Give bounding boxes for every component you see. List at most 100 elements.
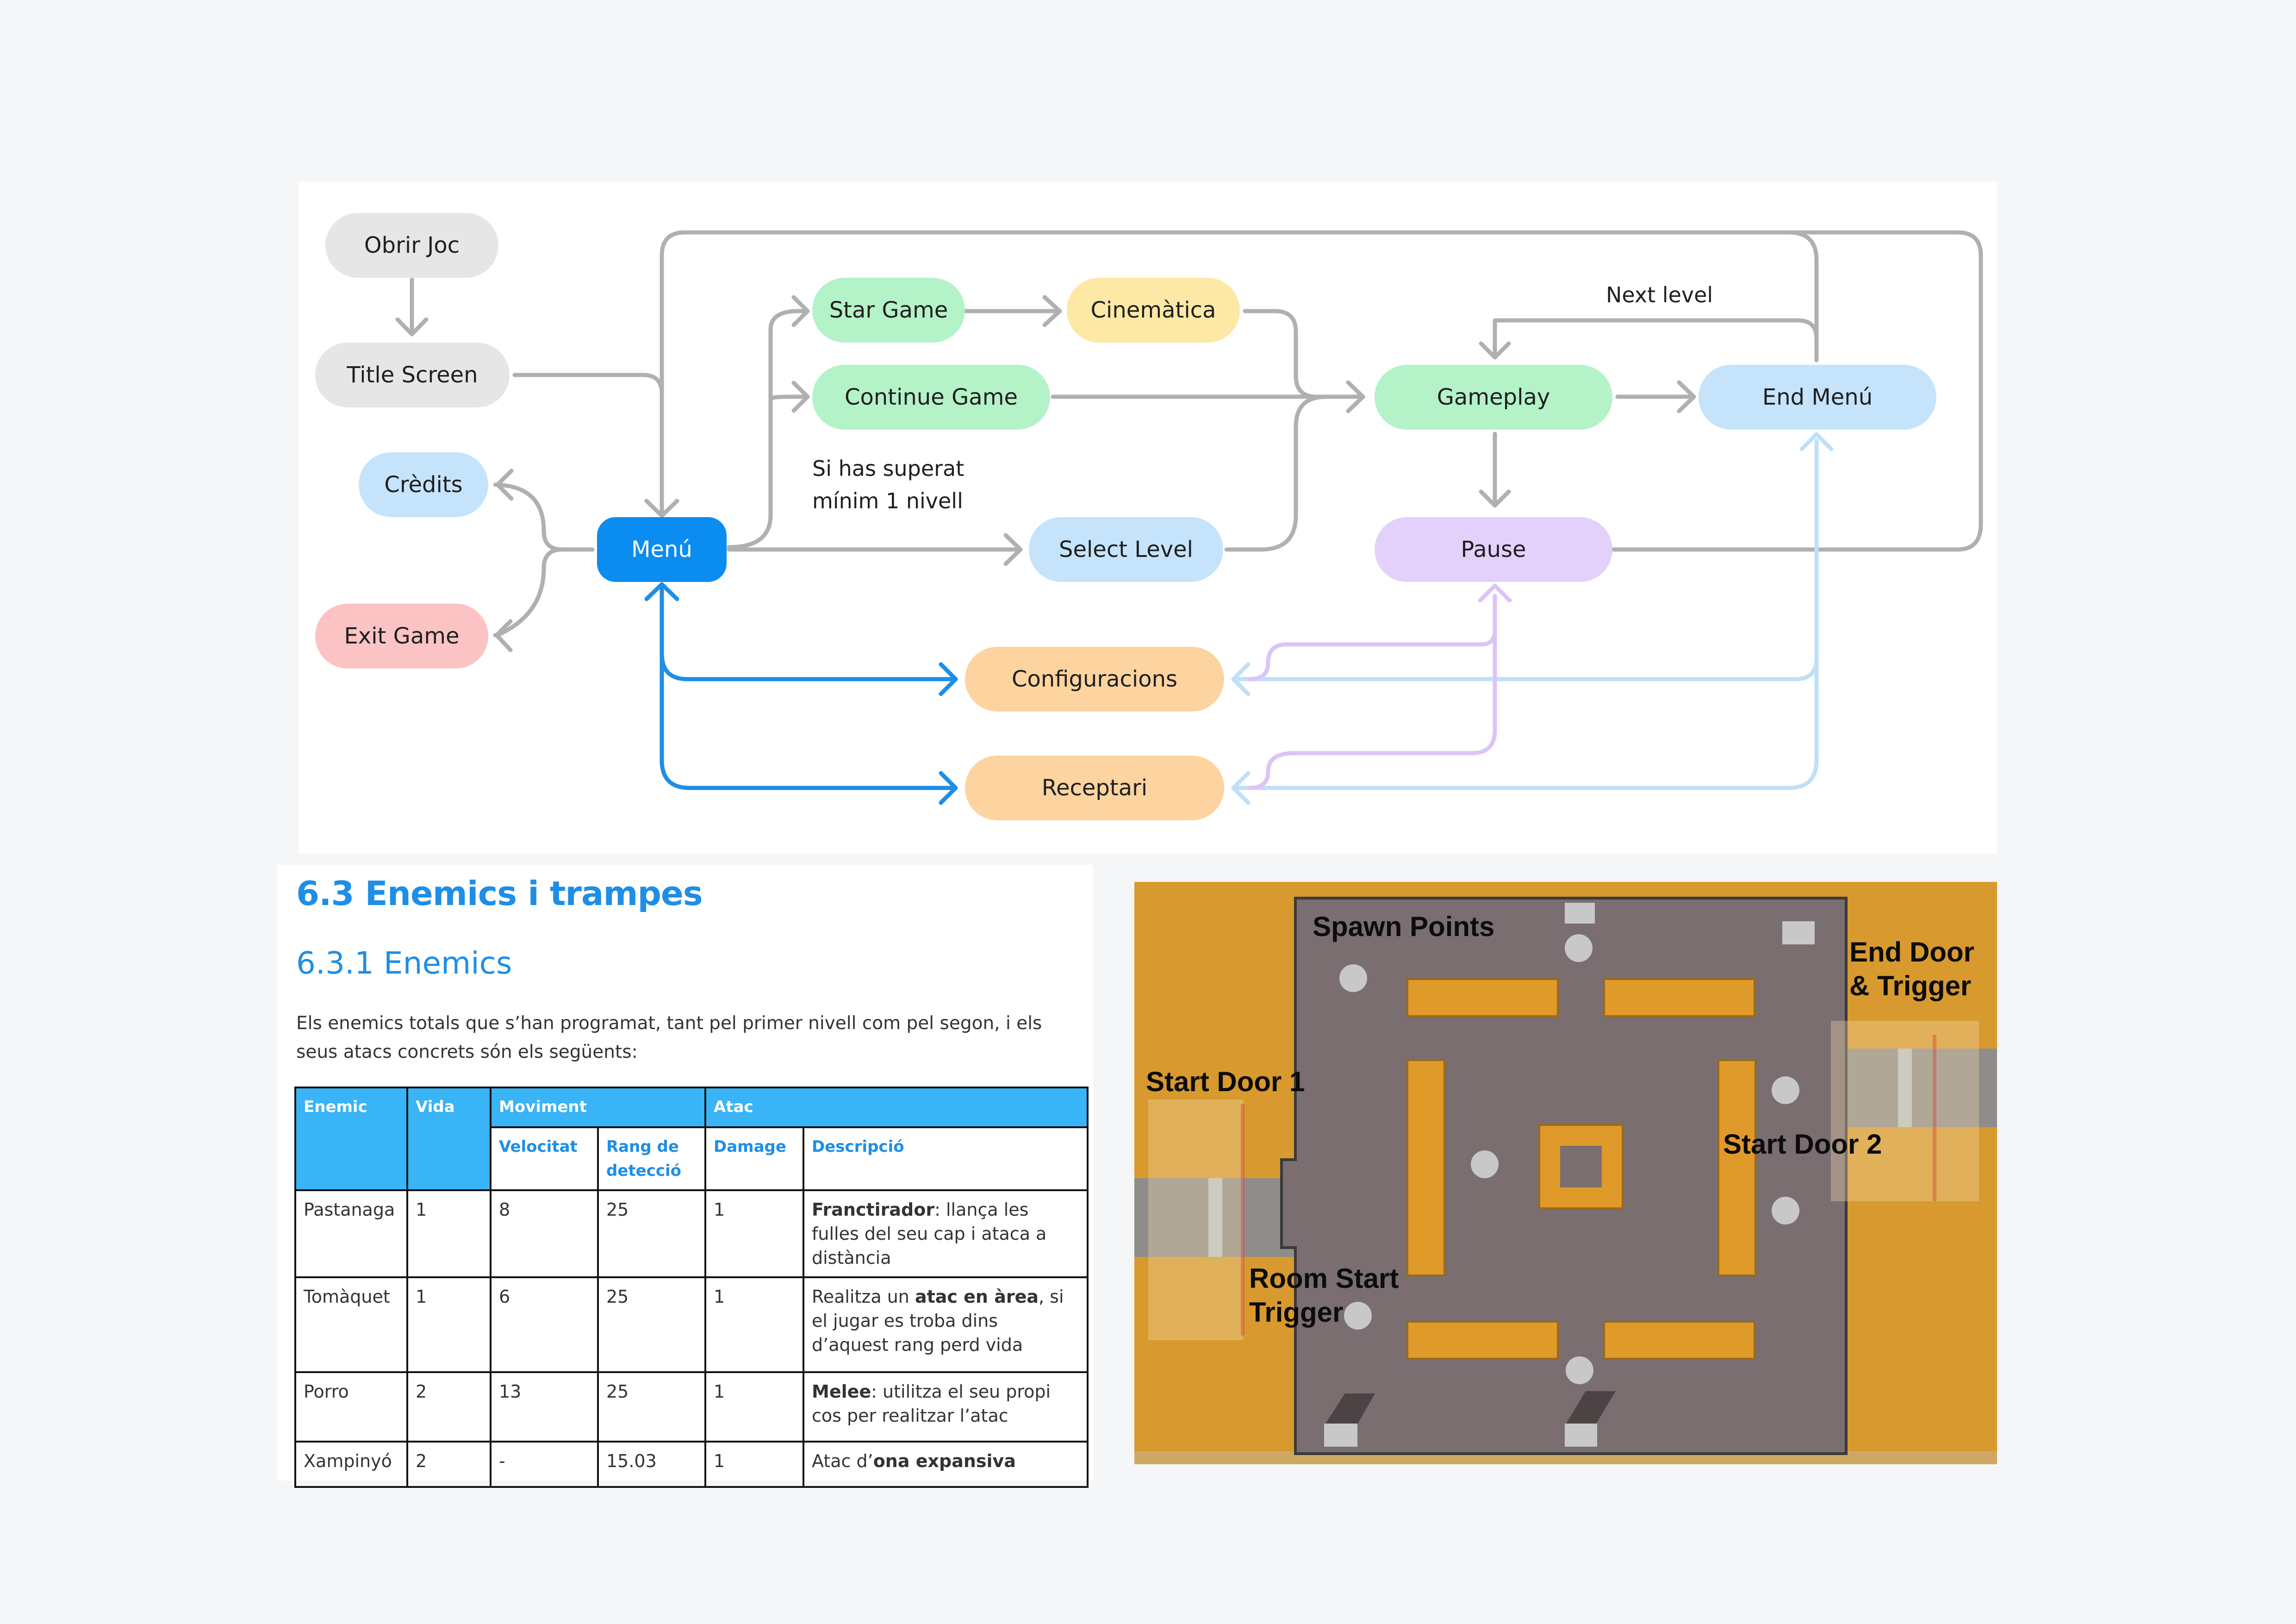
- cell-rang: 25: [597, 1276, 706, 1373]
- header-rang: Rang de detecció: [597, 1126, 706, 1191]
- table-row: Xampinyó 2 - 15.03 1 Atac d’ona expansiv…: [294, 1441, 1089, 1488]
- cell-descripcio: Melee: utilitza el seu propi cos per rea…: [802, 1371, 1089, 1443]
- edge-loop-top: [660, 230, 1983, 552]
- cell-enemic: Tomàquet: [294, 1276, 408, 1373]
- cell-velocitat: 13: [490, 1371, 599, 1443]
- node-credits: Crèdits: [359, 452, 488, 517]
- desc-bold: ona expansiva: [873, 1451, 1016, 1471]
- cell-descripcio: Realitza un atac en àrea, si el jugar es…: [802, 1276, 1089, 1373]
- arrow-select: [1003, 533, 1023, 566]
- arrow-cine: [1042, 295, 1062, 327]
- map-label-start-door-1: Start Door 1: [1146, 1066, 1305, 1097]
- map-label-start-door-2: Start Door 2: [1723, 1129, 1882, 1160]
- cell-velocitat: 6: [490, 1276, 599, 1373]
- wall-right-vertical: [1717, 1059, 1756, 1276]
- cell-rang: 15.03: [597, 1441, 706, 1488]
- desc-bold: Franctirador: [812, 1199, 935, 1220]
- header-vida: Vida: [406, 1087, 492, 1191]
- arrow-config-right: [1231, 662, 1251, 696]
- arrow-obrir-title: [395, 317, 429, 337]
- crate: [1324, 1393, 1375, 1426]
- cell-damage: 1: [704, 1276, 804, 1373]
- red-marker-1: [1241, 1104, 1244, 1336]
- edge-endmenu-receptari: [1231, 656, 1819, 790]
- spawn-point: [1772, 1076, 1799, 1104]
- intro-paragraph: Els enemics totals que s’han programat, …: [296, 1013, 1042, 1062]
- edge-menu-continue: [768, 394, 810, 401]
- edge-title-menu: [512, 373, 664, 513]
- label-condition-line1: Si has superat: [812, 456, 964, 481]
- node-title-screen: Title Screen: [315, 343, 510, 407]
- cell-damage: 1: [704, 1371, 804, 1443]
- red-marker-2: [1933, 1035, 1936, 1201]
- cell-vida: 2: [406, 1441, 492, 1488]
- cell-rang: 25: [597, 1371, 706, 1443]
- crate: [1565, 1424, 1597, 1447]
- table-row: Tomàquet 1 6 25 1 Realitza un atac en àr…: [294, 1276, 1089, 1373]
- arrow-into-menu-top: [644, 499, 679, 518]
- cell-enemic: Xampinyó: [294, 1441, 408, 1488]
- arrow-pause-up: [1478, 583, 1512, 603]
- arrow-continue: [791, 381, 810, 413]
- cell-velocitat: 8: [490, 1189, 599, 1278]
- desc-pre: Realitza un: [812, 1287, 915, 1307]
- node-obrir-joc: Obrir Joc: [325, 213, 498, 278]
- edge-loop-endmenu: [1786, 230, 1819, 362]
- subsection-heading: 6.3.1 Enemics: [296, 945, 512, 981]
- map-label-end-door-line2: & Trigger: [1849, 970, 1972, 1001]
- edge-menu-exit: [493, 547, 595, 637]
- spawn-point: [1339, 964, 1367, 992]
- edge-cine-gameplay: [1243, 309, 1365, 399]
- header-damage: Damage: [704, 1126, 804, 1191]
- arrow-config: [939, 662, 958, 696]
- wall-bottom-left: [1406, 1321, 1559, 1360]
- header-atac: Atac: [704, 1087, 1089, 1128]
- desc-bold: Melee: [812, 1381, 871, 1402]
- cell-enemic: Pastanaga: [294, 1189, 408, 1278]
- arrow-next-level: [1479, 341, 1511, 360]
- start-door-1-trigger: [1148, 1099, 1243, 1340]
- enemies-table: Enemic Vida Moviment Atac Velocitat Rang…: [294, 1087, 1089, 1488]
- cell-vida: 1: [406, 1276, 492, 1373]
- map-label-room-start-line2: Trigger: [1249, 1297, 1344, 1328]
- arrow-exit: [494, 619, 513, 652]
- cell-vida: 2: [406, 1371, 492, 1443]
- node-continue-game: Continue Game: [812, 365, 1050, 430]
- edge-pause-receptari: [1247, 596, 1497, 790]
- node-configuracions: Configuracions: [965, 647, 1224, 712]
- start-door-1-frame: [1208, 1178, 1222, 1257]
- wall-top-left: [1406, 978, 1559, 1017]
- arrow-menu-bottom: [644, 582, 679, 601]
- arrow-endmenu: [1677, 380, 1696, 413]
- arrow-receptari-right: [1231, 771, 1251, 805]
- desc-bold: atac en àrea: [915, 1287, 1039, 1307]
- table-row: Pastanaga 1 8 25 1 Franctirador: llança …: [294, 1189, 1089, 1278]
- cell-damage: 1: [704, 1189, 804, 1278]
- desc-pre: Atac d’: [812, 1451, 873, 1471]
- edge-next-level: [1493, 318, 1819, 362]
- spawn-point: [1772, 1197, 1799, 1224]
- crate: [1782, 921, 1815, 944]
- section-heading: 6.3 Enemics i trampes: [296, 874, 703, 913]
- flow-diagram-panel: Obrir Joc Title Screen Crèdits Exit Game…: [299, 181, 1997, 854]
- header-velocitat: Velocitat: [490, 1126, 599, 1191]
- spawn-point: [1471, 1150, 1499, 1178]
- map-label-end-door-line1: End Door: [1849, 937, 1974, 968]
- wall-left-vertical: [1406, 1059, 1445, 1276]
- header-enemic: Enemic: [294, 1087, 408, 1191]
- wall-bottom-right: [1603, 1321, 1755, 1360]
- spawn-point: [1344, 1302, 1372, 1330]
- cell-enemic: Porro: [294, 1371, 408, 1443]
- arrow-endmenu-up: [1799, 432, 1834, 451]
- arrow-stargame: [791, 295, 810, 327]
- center-hole: [1560, 1146, 1602, 1187]
- right-corridor: [1847, 1049, 1997, 1127]
- cell-velocitat: -: [490, 1441, 599, 1488]
- desc-rest: : utilitza el seu propi cos per realitza…: [812, 1381, 1051, 1426]
- spawn-point: [1565, 934, 1593, 962]
- label-next-level: Next level: [1606, 282, 1713, 307]
- arrow-gameplay: [1346, 380, 1365, 413]
- node-exit-game: Exit Game: [315, 604, 488, 668]
- node-end-menu: End Menú: [1699, 365, 1936, 430]
- node-cinematica: Cinemàtica: [1067, 278, 1240, 343]
